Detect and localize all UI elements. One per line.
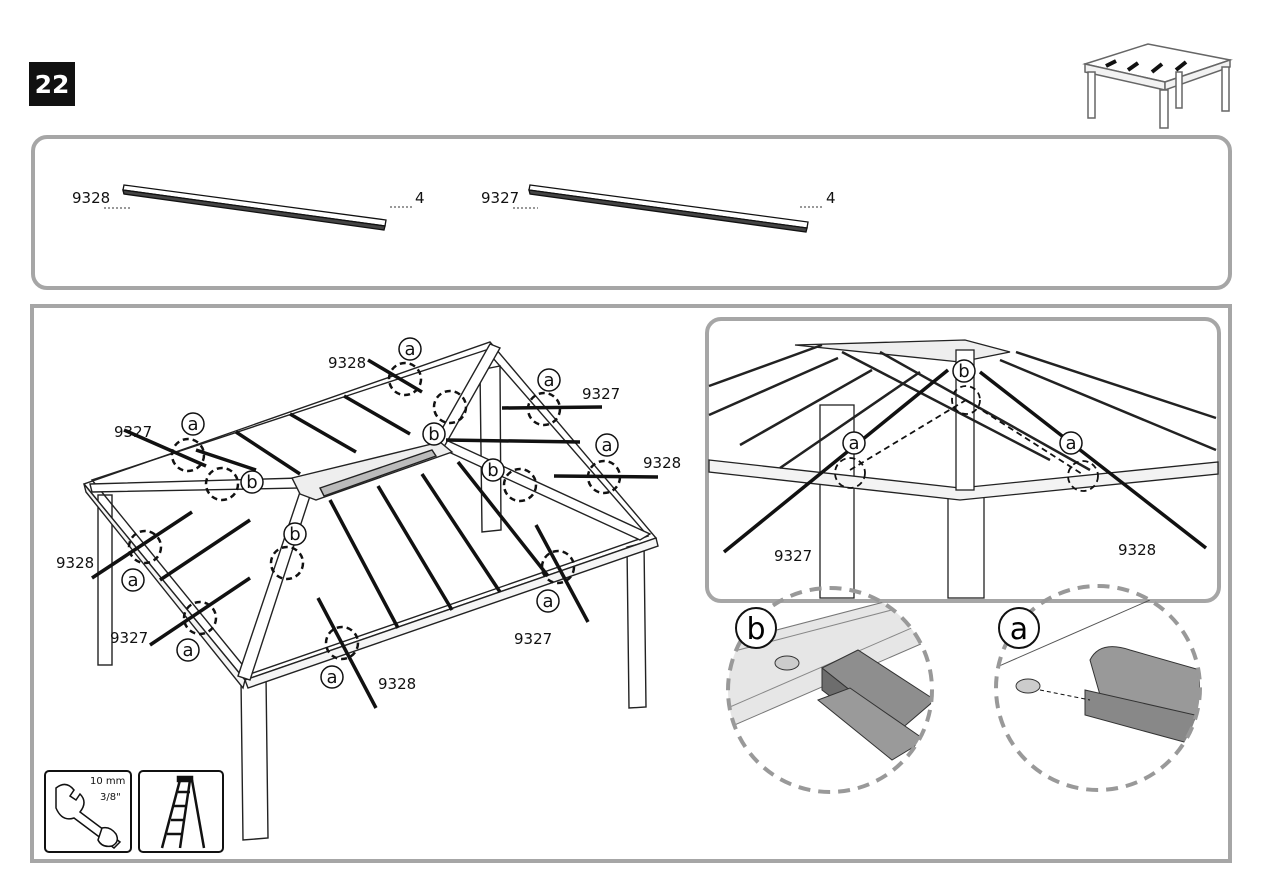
label-9327-frontleft: 9327	[110, 629, 148, 647]
bar-9327-topright	[501, 405, 603, 410]
callout-a: a	[404, 339, 415, 360]
callout-a: a	[127, 570, 138, 591]
detail-bar-9328	[978, 370, 1208, 550]
callout-a: a	[182, 640, 193, 661]
bar-9327-left	[123, 428, 207, 468]
zoom-b-label: b	[746, 612, 765, 647]
callout-b: b	[428, 424, 439, 445]
part-9328-bar	[122, 184, 387, 231]
part-9327-code: 9327	[481, 189, 519, 207]
bar-9327-right	[534, 524, 590, 623]
detail-callout-b: b	[958, 361, 969, 382]
wrench-size-imperial: 3/8"	[100, 792, 121, 803]
zoom-a-content	[996, 599, 1200, 746]
bar-9327-frontleft	[149, 576, 251, 647]
ladder-tool-box	[138, 770, 224, 853]
wrench-size-metric: 10 mm	[90, 776, 126, 787]
ladder-icon	[160, 775, 206, 849]
bar-9328-left	[91, 510, 193, 580]
label-9328-right: 9328	[643, 454, 681, 472]
label-9327-left: 9327	[114, 423, 152, 441]
callout-b: b	[289, 524, 300, 545]
parts-panel	[31, 135, 1232, 290]
bar-9328-front	[316, 597, 378, 709]
callout-a: a	[542, 591, 553, 612]
label-9327-topright: 9327	[582, 385, 620, 403]
label-9327-front: 9327	[514, 630, 552, 648]
callout-b: b	[246, 472, 257, 493]
label-9328-top: 9328	[328, 354, 366, 372]
label-9328-front: 9328	[378, 675, 416, 693]
part-9328-code: 9328	[72, 189, 110, 207]
label-9328-left: 9328	[56, 554, 94, 572]
part-9327-bar	[528, 184, 809, 233]
detail-callout-a: a	[848, 433, 859, 454]
callout-a: a	[326, 667, 337, 688]
wrench-tool-box: 10 mm 3/8"	[44, 770, 132, 853]
bar-9327-center	[445, 438, 581, 444]
detail-bar-9327	[722, 368, 950, 554]
bar-9328-top	[367, 358, 423, 394]
callout-b: b	[487, 460, 498, 481]
post-back-right	[479, 365, 502, 533]
detail-callout-a: a	[1065, 433, 1076, 454]
detail-label-9328: 9328	[1118, 541, 1156, 559]
zoom-a-label: a	[1010, 612, 1028, 647]
callout-a: a	[187, 414, 198, 435]
part-9327-qty: 4	[826, 189, 836, 207]
bar-9328-right	[553, 474, 659, 479]
detail-label-9327: 9327	[774, 547, 812, 565]
zoom-b-content	[728, 589, 932, 761]
step-number: 22	[29, 62, 75, 106]
wrench-icon	[55, 783, 122, 849]
part-9328-qty: 4	[415, 189, 425, 207]
callout-a: a	[543, 370, 554, 391]
callout-a: a	[601, 435, 612, 456]
